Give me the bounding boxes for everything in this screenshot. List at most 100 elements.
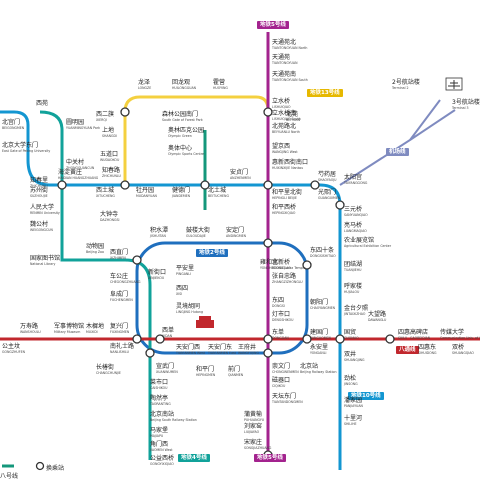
station-xiyuan[interactable]: 西苑 xyxy=(36,101,48,107)
